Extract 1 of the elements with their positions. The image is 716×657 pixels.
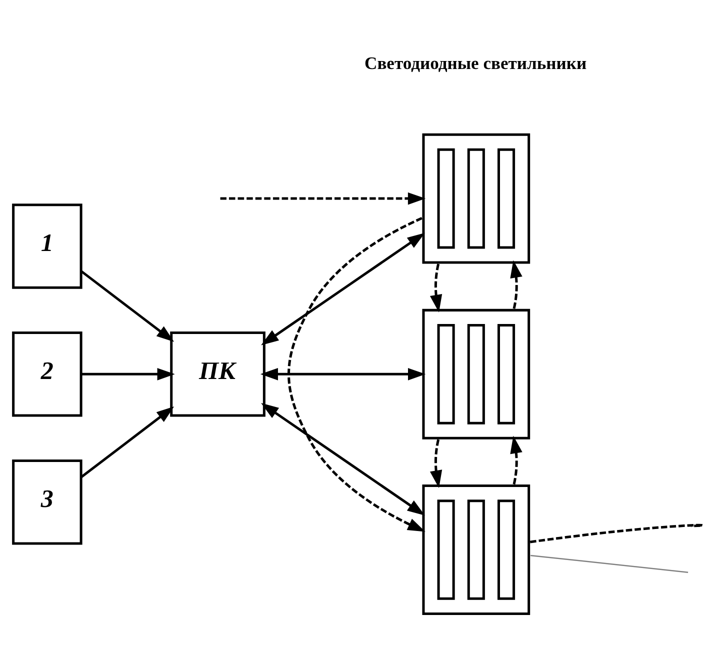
node-label: Светодиодные светильники	[364, 52, 587, 72]
